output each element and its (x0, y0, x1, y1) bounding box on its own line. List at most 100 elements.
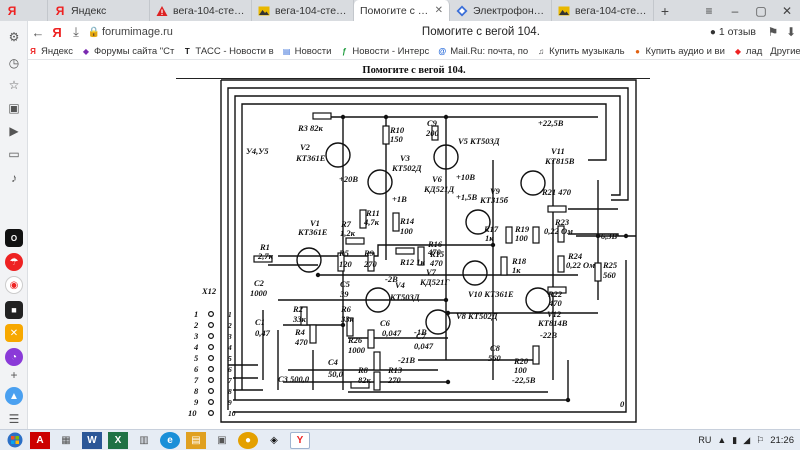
connector-inner-pin-label: 7 (228, 376, 232, 385)
program-icon[interactable]: ● (238, 431, 258, 449)
connector-inner-pin-label: 5 (228, 354, 232, 363)
play-icon[interactable]: ▶ (9, 124, 19, 138)
tab-active[interactable]: Помогите с вегой ✕ (354, 0, 450, 21)
schematic-label-r15v: 470 (429, 258, 444, 268)
volume-icon[interactable]: ◢ (743, 434, 751, 445)
schematic-label-r14v: 100 (400, 226, 414, 236)
close-icon[interactable]: ✕ (434, 5, 443, 16)
app-icon[interactable]: ▣ (217, 434, 227, 446)
collections-icon[interactable]: ▣ (8, 101, 20, 115)
connector-pin-label: 7 (194, 375, 199, 385)
yandex-browser-taskbar[interactable]: Y (290, 431, 310, 449)
app-icon-2[interactable]: ☂ (5, 253, 23, 271)
tab-vega-1[interactable]: вега-104-стерео схе (150, 0, 252, 21)
back-icon[interactable]: ← (31, 24, 45, 40)
app-icon-6[interactable]: ◔ (5, 348, 23, 366)
connector-pin-label: 6 (194, 364, 199, 374)
tab-label: Помогите с вегой (360, 4, 431, 17)
program-icon[interactable]: ◈ (270, 434, 278, 446)
schematic-label-c4v: 50,0 (328, 369, 344, 379)
browser-sidebar: ⚙ ◷ ☆ ▣ ▶ ▭ ♪ O ☂ ◉ ■ ✕ ◔ + ▲ ☰ (0, 21, 28, 429)
tab-pinned[interactable]: Я (0, 0, 48, 21)
clock[interactable]: 21:26 (770, 434, 794, 446)
schematic-label-c6: C6 (380, 318, 391, 328)
download-icon[interactable]: ⤓ (73, 24, 79, 39)
settings-icon[interactable]: ⚙ (8, 30, 20, 44)
app-icon-5[interactable]: ✕ (5, 324, 23, 342)
history-icon[interactable]: ◷ (8, 56, 20, 70)
pdf-icon[interactable]: A (30, 431, 50, 449)
image-icon (558, 5, 570, 17)
url-domain[interactable]: forumimage.ru (102, 26, 173, 38)
close-window-icon[interactable]: ✕ (781, 3, 793, 18)
tab-vega-2[interactable]: вега-104-стерео схе (252, 0, 354, 21)
page-title[interactable]: Помогите с вегой 104. (421, 26, 540, 38)
schematic-label-r25v: 560 (603, 270, 617, 280)
schematic-label-v1t: КТ361Е (297, 227, 328, 237)
tab-elektrofon[interactable]: Электрофон сетевой (450, 0, 552, 21)
new-tab-button[interactable]: + (660, 2, 670, 19)
bookmark-item[interactable]: ●Купить аудио и ви (633, 46, 725, 57)
maximize-icon[interactable]: ▢ (755, 3, 767, 18)
connector-inner-pin-label: 8 (228, 387, 232, 396)
chat-icon[interactable]: ▭ (8, 147, 20, 161)
schematic-label-c5v: 39 (339, 289, 349, 299)
bookmark-item[interactable]: ♫Купить музыкаль (538, 45, 625, 57)
bookmark-item[interactable]: ◆лад (734, 45, 763, 57)
schematic-label-m21: -21В (398, 355, 415, 365)
bookmark-item[interactable]: ▤Новости (282, 45, 332, 57)
language-indicator[interactable]: RU (698, 435, 712, 445)
media-icon[interactable]: ▦ (61, 434, 71, 446)
windows-taskbar: A ▦ W X ▥ e ▤ ▣ ● ◈ Y RU ▲ ▮ ◢ ⚐ 21:26 (0, 429, 800, 450)
tass-icon: T (184, 46, 190, 56)
schematic-wiring (220, 79, 637, 423)
flag-icon[interactable]: ⚐ (756, 434, 765, 445)
schematic-label-c7: C7 (416, 331, 427, 341)
app-icon-4[interactable]: ■ (5, 301, 23, 319)
tray-icon[interactable]: ▲ (717, 435, 727, 445)
tab-vega-3[interactable]: вега-104-стерео схе (552, 0, 654, 21)
reviews-badge[interactable]: ● 1 отзыв (709, 26, 756, 38)
schematic-label-p15: +1,5В (456, 192, 477, 202)
sidebar-menu-icon[interactable]: ☰ (8, 412, 20, 426)
system-tray: RU ▲ ▮ ◢ ⚐ 21:26 (692, 435, 800, 446)
schematic-label-r15: R15 (429, 249, 445, 259)
minimize-icon[interactable]: – (731, 3, 739, 18)
bookmark-item[interactable]: ◆Форумы сайта "Ст (82, 45, 175, 57)
tab-label: вега-104-стерео схе (173, 4, 245, 17)
app-icon-3[interactable]: ◉ (5, 276, 23, 294)
schematic-label-r8: R8 (357, 365, 369, 375)
connector-pin-label: 10 (188, 408, 197, 418)
star-icon[interactable]: ☆ (8, 78, 20, 92)
menu-icon[interactable]: ≡ (705, 3, 713, 18)
downloads-icon[interactable]: ⬇ (785, 25, 797, 39)
schematic-label-r6: R6 (340, 304, 352, 314)
yandex-icon[interactable]: Я (52, 24, 62, 40)
schematic-label-m22: -22В (540, 330, 557, 340)
word-icon[interactable]: W (82, 431, 102, 449)
app-icon-1[interactable]: O (5, 229, 23, 247)
address-bar: ← Я ⤓ 🔒 forumimage.ru Помогите с вегой 1… (28, 21, 800, 43)
app-icon-7[interactable]: ▲ (5, 387, 23, 405)
explorer-icon[interactable]: ▤ (186, 431, 206, 449)
schematic-label-v11t: КТ815В (544, 156, 575, 166)
ie-icon[interactable]: e (160, 431, 180, 449)
bookmark-item[interactable]: @Mail.Ru: почта, по (438, 45, 529, 57)
lock-icon[interactable]: 🔒 (87, 26, 101, 38)
bookmark-icon[interactable]: ⚑ (767, 25, 779, 39)
warning-icon (156, 5, 168, 17)
folder-icon[interactable]: ▥ (139, 434, 149, 446)
connector-pin-label: 4 (193, 342, 198, 352)
start-button[interactable] (0, 430, 30, 451)
bell-icon[interactable]: ♪ (11, 171, 17, 185)
excel-icon[interactable]: X (108, 431, 128, 449)
add-icon[interactable]: + (10, 368, 18, 382)
other-bookmarks[interactable]: Другие закладки› (770, 45, 800, 57)
tab-yandex[interactable]: Я Яндекс (48, 0, 150, 21)
network-icon[interactable]: ▮ (732, 434, 738, 445)
